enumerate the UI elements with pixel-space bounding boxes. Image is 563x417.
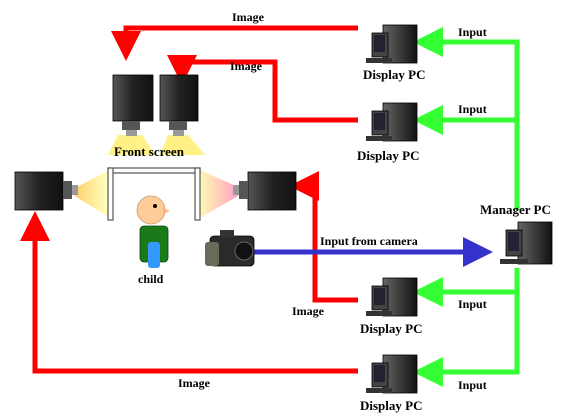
- input-arrows: [413, 27, 520, 387]
- input-label-2: Input: [458, 102, 487, 116]
- display-pc-label-4: Display PC: [360, 398, 422, 413]
- image-arrow-top: [111, 25, 358, 61]
- image-arrow-bottom: [20, 211, 358, 374]
- child-figure-icon: [136, 195, 170, 268]
- image-arrow-second: [167, 55, 358, 123]
- image-label-lower: Image: [292, 304, 325, 318]
- desktop-pc-icon: [366, 277, 418, 317]
- display-pc-label-1: Display PC: [363, 67, 425, 82]
- projector-icon: [112, 74, 154, 136]
- projector-icon: [14, 171, 78, 211]
- projector-icon: [159, 74, 199, 136]
- front-screen-label: Front screen: [114, 144, 185, 159]
- screen-frame: [107, 167, 201, 221]
- camera-input-label: Input from camera: [320, 234, 418, 248]
- input-label-4: Input: [458, 378, 487, 392]
- image-label-second: Image: [230, 59, 263, 73]
- input-label-3: Input: [458, 297, 487, 311]
- display-pc-label-3: Display PC: [360, 321, 422, 336]
- image-label-bottom: Image: [178, 376, 211, 390]
- desktop-pc-icon: [366, 102, 418, 142]
- manager-pc-label: Manager PC: [480, 202, 551, 217]
- child-label: child: [138, 272, 164, 286]
- left-projector-beam: [75, 170, 110, 218]
- video-camera-icon: [205, 230, 255, 267]
- display-pc-label-2: Display PC: [357, 148, 419, 163]
- desktop-pc-icon: [500, 221, 553, 265]
- front-projector-beams: [108, 135, 205, 155]
- input-label-1: Input: [458, 25, 487, 39]
- image-arrow-lower: [289, 171, 358, 303]
- desktop-pc-icon: [366, 354, 418, 394]
- image-label-top: Image: [232, 10, 265, 24]
- projector-icon: [233, 171, 297, 211]
- desktop-pc-icon: [366, 24, 418, 64]
- right-projector-beam: [200, 170, 238, 218]
